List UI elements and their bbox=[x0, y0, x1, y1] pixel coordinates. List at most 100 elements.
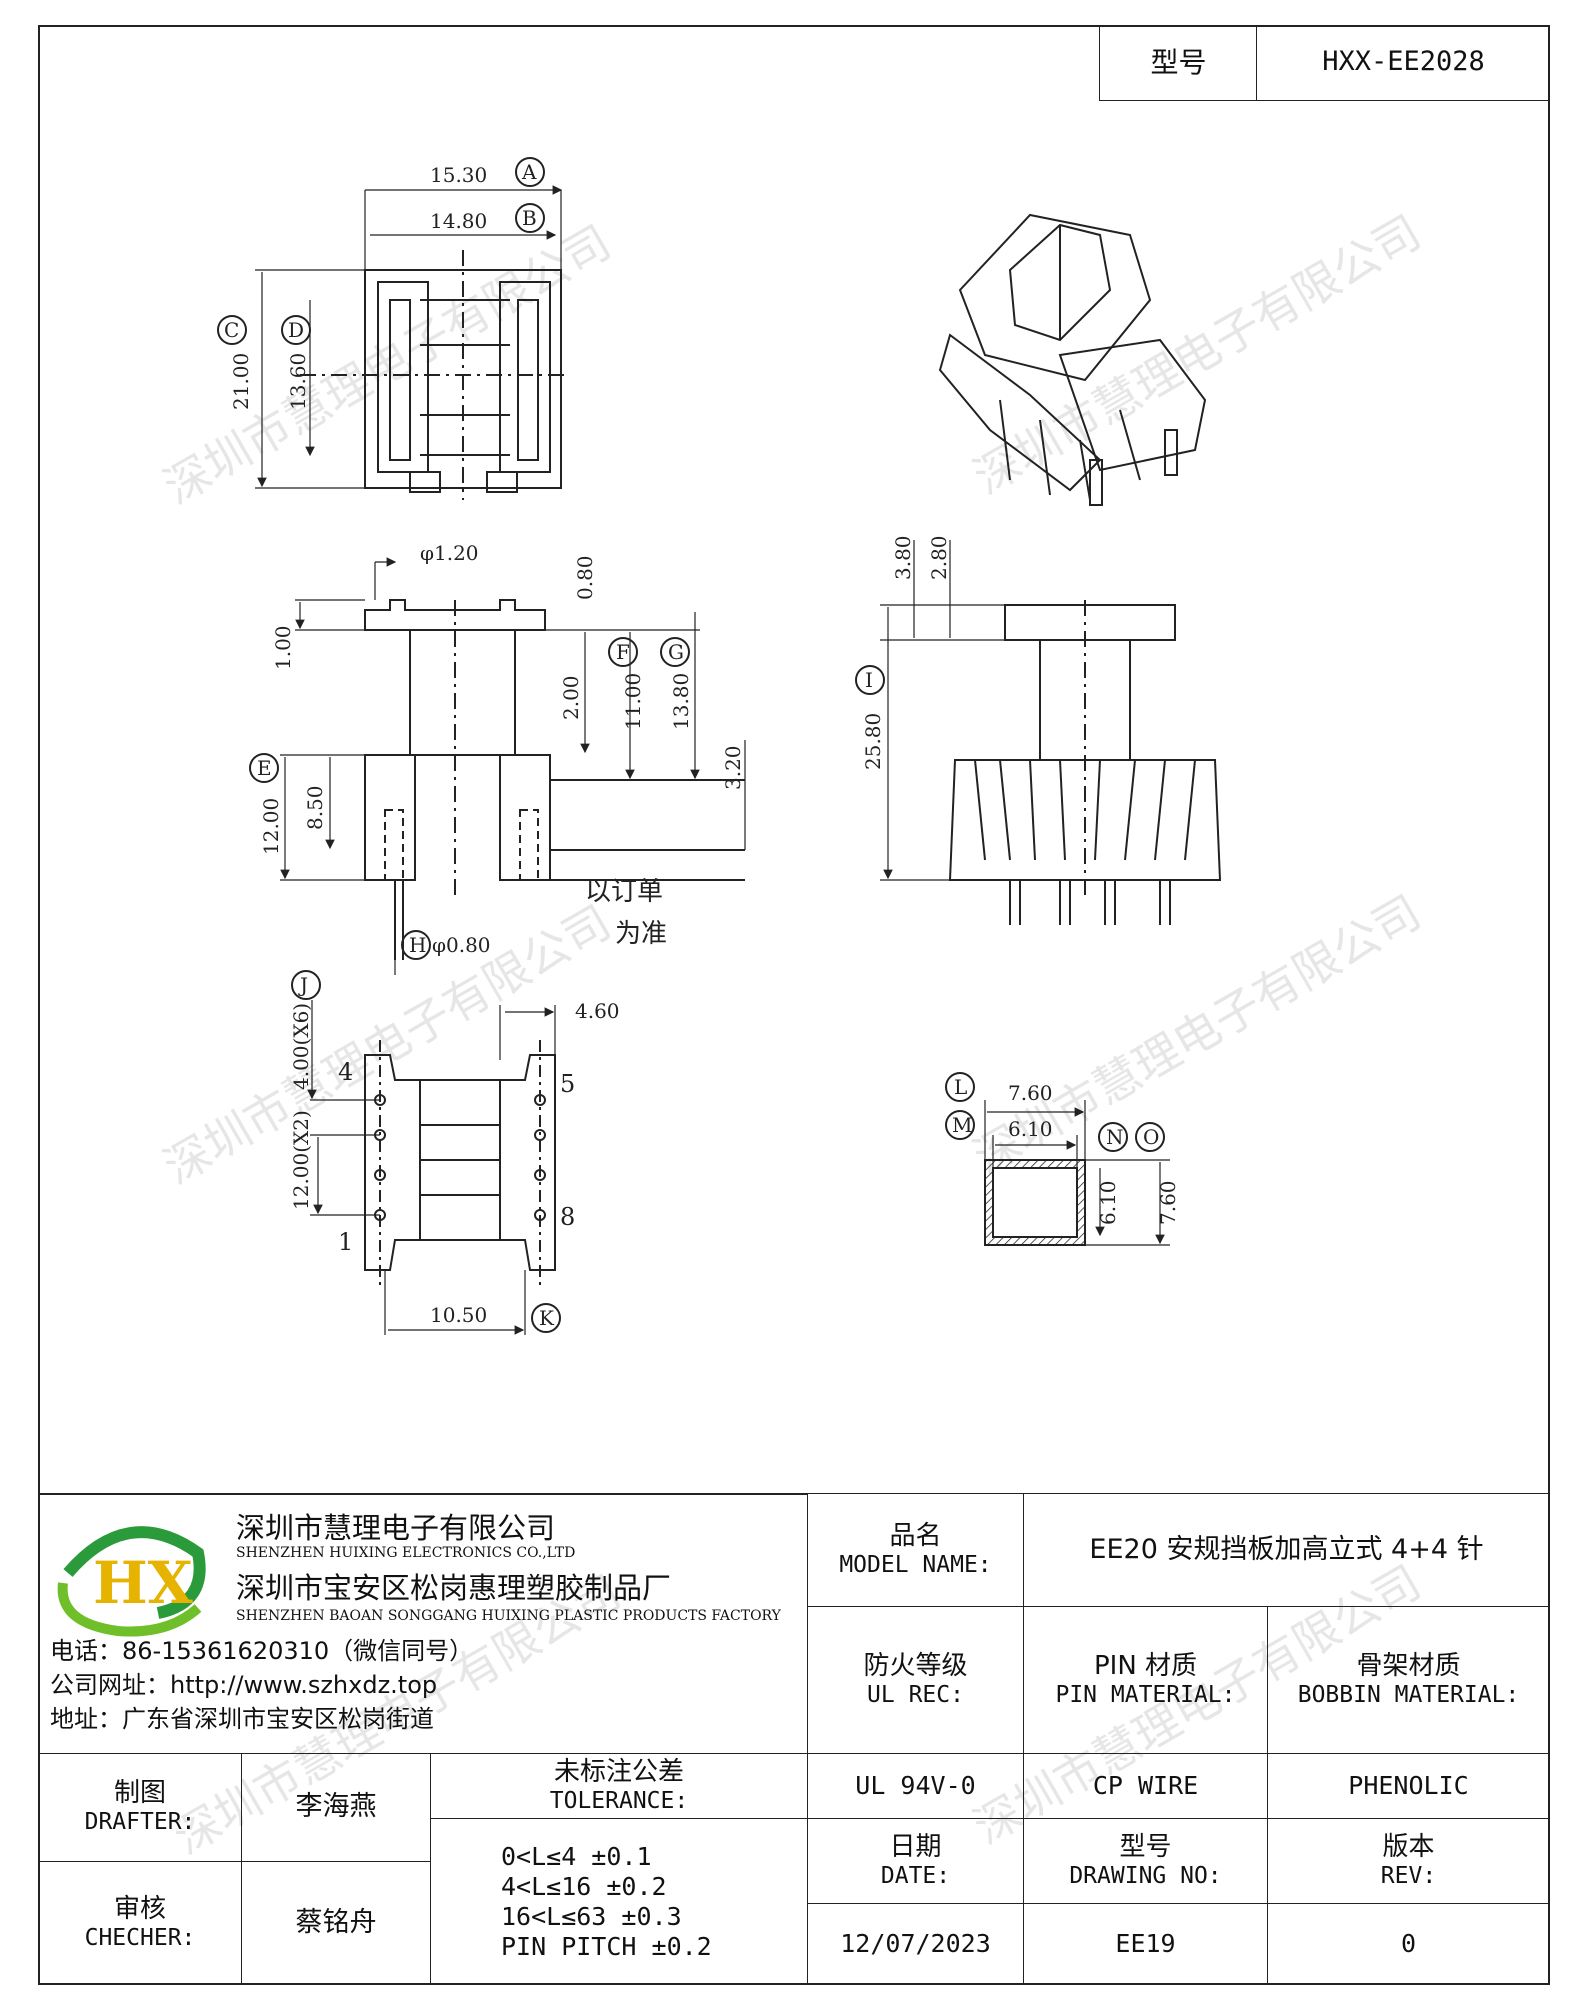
company-phone: 电话：86-15361620310（微信同号） bbox=[50, 1637, 474, 1665]
tag-c: C bbox=[224, 318, 239, 342]
dim-200: 2.00 bbox=[559, 675, 583, 720]
drawing-no-label-cn: 型号 bbox=[1119, 1831, 1172, 1862]
model-name-value: EE20 安规挡板加高立式 4+4 针 bbox=[1023, 1493, 1550, 1607]
company-website: 公司网址：http://www.szhxdz.top bbox=[50, 1671, 438, 1699]
dim-dia: φ1.20 bbox=[420, 541, 479, 565]
company-name-en: SHENZHEN HUIXING ELECTRONICS CO.,LTD bbox=[236, 1545, 576, 1561]
dim-1100: 11.00 bbox=[621, 673, 645, 730]
side-view bbox=[855, 540, 1222, 925]
checker-label-en: CHECHER: bbox=[84, 1924, 196, 1951]
dim-610-top: 6.10 bbox=[1008, 1117, 1053, 1141]
dim-d: 13.60 bbox=[286, 353, 310, 410]
date-value-text: 12/07/2023 bbox=[840, 1929, 991, 1958]
tag-g: G bbox=[668, 640, 684, 664]
rev-label: 版本 REV: bbox=[1267, 1818, 1550, 1904]
date-value: 12/07/2023 bbox=[807, 1903, 1024, 1985]
tolerance-table: 0<L≤4 ±0.1 4<L≤16 ±0.2 16<L≤63 ±0.3 PIN … bbox=[430, 1818, 808, 1985]
front-view bbox=[249, 557, 746, 975]
drawing-no-label-en: DRAWING NO: bbox=[1069, 1862, 1222, 1889]
factory-name-en: SHENZHEN BAOAN SONGGANG HUIXING PLASTIC … bbox=[236, 1608, 781, 1624]
dim-a: 15.30 bbox=[430, 163, 487, 187]
note-line1: 以订单 bbox=[585, 877, 663, 907]
pin-material-label: PIN 材质 PIN MATERIAL: bbox=[1023, 1606, 1268, 1754]
model-name-label: 品名 MODEL NAME: bbox=[807, 1493, 1024, 1607]
dim-760-side: 7.60 bbox=[1156, 1180, 1180, 1225]
pin-5: 5 bbox=[560, 1070, 575, 1098]
logo-text: HX bbox=[93, 1549, 193, 1617]
tag-j: J bbox=[298, 973, 308, 997]
pin-1: 1 bbox=[338, 1228, 353, 1256]
checker-label: 审核 CHECHER: bbox=[38, 1861, 242, 1985]
tolerance-line: 16<L≤63 ±0.3 bbox=[501, 1901, 682, 1931]
rev-value: 0 bbox=[1267, 1903, 1550, 1985]
tag-l: L bbox=[954, 1075, 967, 1099]
tag-o: O bbox=[1143, 1125, 1159, 1149]
model-name-label-en: MODEL NAME: bbox=[839, 1551, 992, 1578]
note-line2: 为准 bbox=[615, 919, 667, 949]
tag-a: A bbox=[521, 160, 537, 184]
drafter-label-cn: 制图 bbox=[113, 1778, 166, 1809]
header-model-label-text: 型号 bbox=[1150, 45, 1207, 79]
company-name-cn: 深圳市慧理电子有限公司 bbox=[236, 1511, 556, 1545]
bobbin-material-value-text: PHENOLIC bbox=[1348, 1771, 1469, 1800]
tolerance-label: 未标注公差 TOLERANCE: bbox=[430, 1753, 808, 1819]
drawing-no-value: EE19 bbox=[1023, 1903, 1268, 1985]
tag-d: D bbox=[288, 318, 304, 342]
date-label-en: DATE: bbox=[880, 1862, 951, 1889]
top-view bbox=[217, 157, 570, 500]
tag-h: H bbox=[409, 933, 426, 957]
isometric-view bbox=[938, 213, 1207, 506]
date-label-cn: 日期 bbox=[889, 1831, 942, 1862]
bobbin-material-label-en: BOBBIN MATERIAL: bbox=[1297, 1681, 1520, 1708]
technical-drawing: 15.30 14.80 A B 21.00 13.60 C D φ1.20 0.… bbox=[217, 157, 1222, 1335]
tag-e: E bbox=[257, 756, 272, 780]
tolerance-label-en: TOLERANCE: bbox=[549, 1787, 689, 1814]
pin-material-value-text: CP WIRE bbox=[1092, 1771, 1199, 1800]
dim-1380: 13.80 bbox=[669, 673, 693, 730]
checker-label-cn: 审核 bbox=[113, 1893, 166, 1924]
pin-material-value: CP WIRE bbox=[1023, 1753, 1268, 1819]
tolerance-line: 0<L≤4 ±0.1 bbox=[501, 1841, 652, 1871]
header-model-label: 型号 bbox=[1099, 25, 1257, 101]
bobbin-material-label: 骨架材质 BOBBIN MATERIAL: bbox=[1267, 1606, 1550, 1754]
tolerance-label-cn: 未标注公差 bbox=[553, 1756, 684, 1787]
bottom-view bbox=[291, 970, 561, 1335]
dim-320: 3.20 bbox=[721, 745, 745, 790]
bobbin-material-value: PHENOLIC bbox=[1267, 1753, 1550, 1819]
pin-material-label-cn: PIN 材质 bbox=[1093, 1650, 1198, 1681]
dim-850: 8.50 bbox=[303, 785, 327, 830]
header-model-value-text: HXX-EE2028 bbox=[1322, 46, 1485, 78]
drafter-value: 李海燕 bbox=[241, 1753, 431, 1862]
tolerance-line: 4<L≤16 ±0.2 bbox=[501, 1871, 667, 1901]
checker-value-text: 蔡铭舟 bbox=[295, 1906, 377, 1938]
dim-2580: 25.80 bbox=[861, 713, 885, 770]
drafter-value-text: 李海燕 bbox=[295, 1791, 377, 1823]
tag-m: M bbox=[952, 1113, 972, 1137]
header-model-value: HXX-EE2028 bbox=[1256, 25, 1550, 101]
dim-380: 3.80 bbox=[891, 535, 915, 580]
pin-material-label-en: PIN MATERIAL: bbox=[1055, 1681, 1236, 1708]
model-name-value-text: EE20 安规挡板加高立式 4+4 针 bbox=[1089, 1533, 1484, 1565]
dim-1050: 10.50 bbox=[430, 1303, 487, 1327]
tag-k: K bbox=[539, 1306, 555, 1330]
dim-760-top: 7.60 bbox=[1008, 1081, 1053, 1105]
factory-name-cn: 深圳市宝安区松岗惠理塑胶制品厂 bbox=[236, 1571, 672, 1605]
ul-label-cn: 防火等级 bbox=[863, 1650, 968, 1681]
dim-400: 4.00(X6) bbox=[289, 1003, 313, 1090]
drafter-label-en: DRAFTER: bbox=[84, 1809, 196, 1836]
company-block: HX 深圳市慧理电子有限公司 SHENZHEN HUIXING ELECTRON… bbox=[38, 1493, 808, 1753]
pin-4: 4 bbox=[338, 1058, 353, 1086]
ul-label: 防火等级 UL REC: bbox=[807, 1606, 1024, 1754]
dim-610-side: 6.10 bbox=[1096, 1180, 1120, 1225]
dim-b: 14.80 bbox=[430, 209, 487, 233]
bobbin-material-label-cn: 骨架材质 bbox=[1356, 1650, 1461, 1681]
dim-1200: 12.00 bbox=[259, 798, 283, 855]
dim-c: 21.00 bbox=[229, 353, 253, 410]
ul-value-text: UL 94V-0 bbox=[855, 1771, 976, 1800]
tag-f: F bbox=[616, 640, 630, 664]
rev-label-en: REV: bbox=[1380, 1862, 1437, 1889]
dim-280: 2.80 bbox=[927, 535, 951, 580]
rev-label-cn: 版本 bbox=[1382, 1831, 1435, 1862]
dim-pin: φ0.80 bbox=[432, 933, 491, 957]
tag-i: I bbox=[865, 668, 873, 692]
